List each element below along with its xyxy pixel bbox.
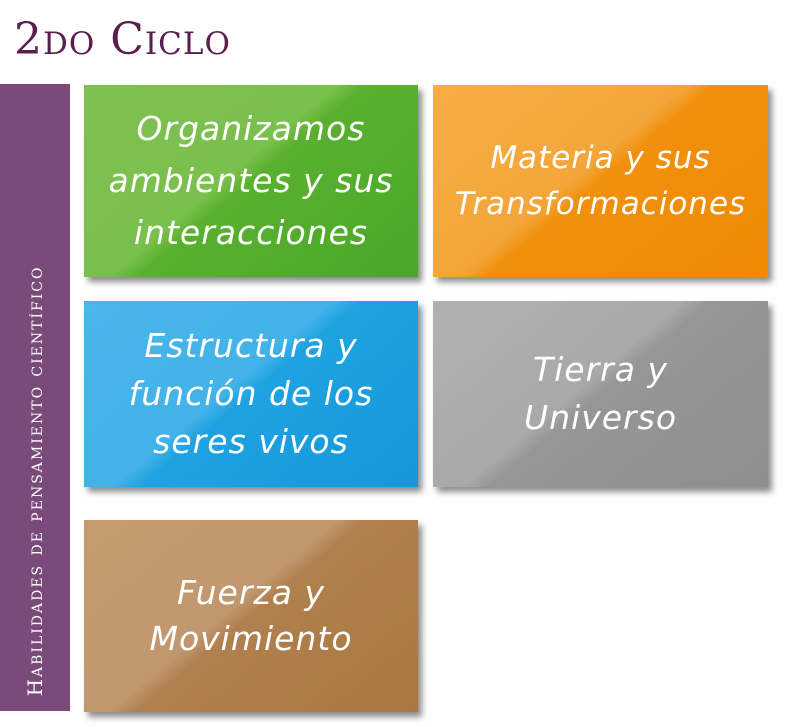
- tile-line: ambientes y sus: [108, 161, 394, 200]
- tile-line: interacciones: [133, 213, 369, 252]
- tile-fuerza-movimiento: Fuerza y Movimiento: [84, 520, 418, 712]
- tile-line: Movimiento: [149, 619, 353, 658]
- tile-line: Transformaciones: [454, 186, 747, 222]
- tile-line: Fuerza y: [177, 573, 325, 612]
- tile-text: Tierra y Universo: [524, 346, 677, 442]
- tile-line: Universo: [523, 398, 678, 437]
- tile-tierra-universo: Tierra y Universo: [433, 301, 768, 487]
- page-title: 2do Ciclo: [14, 14, 231, 65]
- side-bar: Habilidades de pensamiento científico: [0, 84, 70, 711]
- tile-text: Estructura y función de los seres vivos: [129, 322, 374, 466]
- tile-estructura-funcion: Estructura y función de los seres vivos: [84, 301, 418, 487]
- tile-organizamos-ambientes: Organizamos ambientes y sus interaccione…: [84, 85, 418, 277]
- tile-line: Estructura y: [144, 326, 358, 365]
- side-bar-label: Habilidades de pensamiento científico: [23, 265, 47, 697]
- tile-line: Materia y sus: [490, 140, 711, 176]
- tile-line: Tierra y: [532, 350, 668, 389]
- tile-text: Fuerza y Movimiento: [149, 570, 352, 662]
- tile-materia-transformaciones: Materia y sus Transformaciones: [433, 85, 768, 277]
- tile-text: Organizamos ambientes y sus interaccione…: [109, 103, 394, 259]
- tile-line: Organizamos: [136, 109, 366, 148]
- tile-line: función de los: [128, 374, 374, 413]
- tile-line: seres vivos: [153, 422, 349, 461]
- tile-text: Materia y sus Transformaciones: [455, 135, 746, 227]
